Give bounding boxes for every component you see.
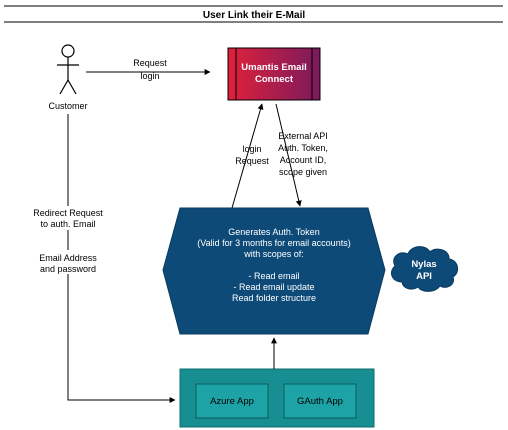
redirect-line2: to auth. Email xyxy=(40,219,95,229)
customer-actor-icon xyxy=(57,44,79,95)
external-api-line3: Account ID, xyxy=(280,155,327,165)
nylas-line2: API xyxy=(416,271,432,282)
hexagon-line-5: - Read email update xyxy=(233,282,314,292)
external-api-line1: External API xyxy=(278,131,328,141)
request-login-line2: login xyxy=(140,71,159,81)
hexagon-line-2: with scopes of: xyxy=(243,249,304,259)
external-api-line2: Auth. Token, xyxy=(278,143,328,153)
umantis-email-connect-node: Umantis Email Connect xyxy=(227,47,321,101)
diagram-title: User Link their E-Mail xyxy=(203,10,305,21)
hexagon-line-0: Generates Auth. Token xyxy=(228,227,319,237)
title-bar: User Link their E-Mail xyxy=(4,5,503,23)
email-address-line2: and password xyxy=(40,264,96,274)
edge-login-request: login Request xyxy=(231,103,269,209)
azure-app-label: Azure App xyxy=(210,396,254,407)
login-request-line2: Request xyxy=(235,156,269,166)
edge-external-api: External API Auth. Token, Account ID, sc… xyxy=(275,103,328,207)
gauth-app-box: GAuth App xyxy=(283,383,357,419)
redirect-line1: Redirect Request xyxy=(33,208,103,218)
external-api-line4: scope given xyxy=(279,167,327,177)
nylas-line1: Nylas xyxy=(411,259,436,270)
auth-token-hexagon: Generates Auth. Token (Valid for 3 month… xyxy=(162,207,386,335)
edge-request-login: Request login xyxy=(86,58,211,81)
nylas-api-cloud-icon: Nylas API xyxy=(391,246,459,292)
email-address-line1: Email Address xyxy=(39,253,97,263)
azure-app-box: Azure App xyxy=(195,383,269,419)
hexagon-line-1: (Valid for 3 months for email accounts) xyxy=(197,238,350,248)
gauth-app-label: GAuth App xyxy=(297,396,343,407)
umantis-line2: Connect xyxy=(255,74,294,85)
request-login-line1: Request xyxy=(133,58,167,68)
login-request-line1: login xyxy=(242,144,261,154)
hexagon-line-4: - Read email xyxy=(248,271,299,281)
hexagon-line-6: Read folder structure xyxy=(232,293,316,303)
customer-label: Customer xyxy=(48,101,87,111)
edge-customer-to-apps: Redirect Request to auth. Email Email Ad… xyxy=(33,114,176,403)
umantis-line1: Umantis Email xyxy=(241,62,306,73)
